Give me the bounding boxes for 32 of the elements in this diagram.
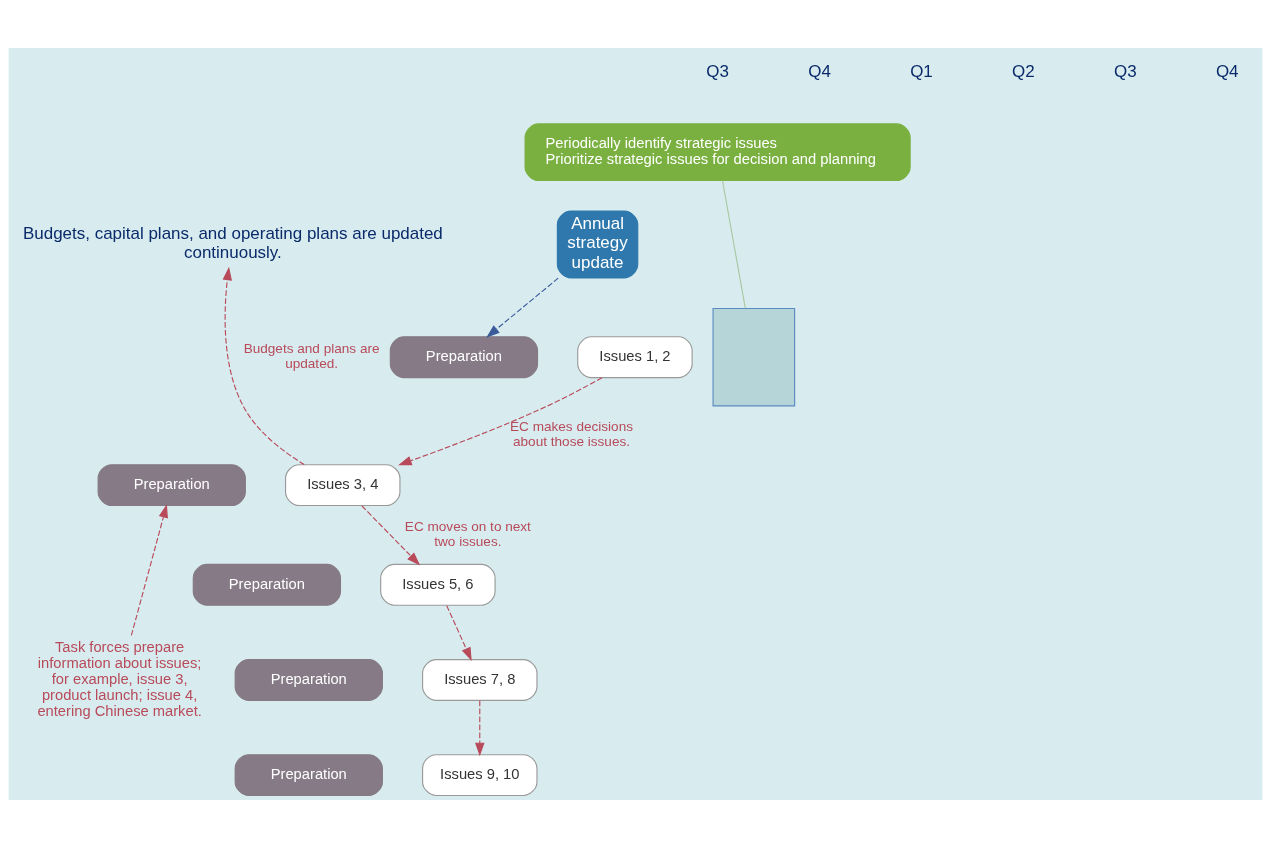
label: Q4 (1215, 61, 1239, 81)
arrow (222, 266, 305, 466)
arrow (446, 605, 472, 662)
arrow (486, 277, 559, 338)
arrow (361, 505, 421, 566)
node-text: Budgets, capital plans, and operating plans are updated continuously. (22, 223, 443, 263)
arrow (475, 700, 485, 757)
node-box: Annual strategy update (556, 210, 639, 279)
label: Q3 (706, 61, 729, 81)
node-box: Issues 9, 10 (422, 754, 538, 797)
node-box: Periodically identify strategic issues Prioritize strategic issues for decision and planning (524, 123, 911, 182)
arrow (398, 377, 603, 466)
connector (721, 180, 746, 309)
node-box: Issues 3, 4 (285, 464, 401, 507)
arrow (130, 504, 168, 636)
node-box: Preparation (389, 336, 539, 379)
edge-label: EC makes decisions about those issues. (510, 419, 634, 450)
edge-label: EC moves on to next two issues. (404, 519, 531, 549)
label: Q2 (1012, 61, 1035, 81)
node-text: Task forces prepare information about issues; for example, issue 3, product launch; issue 4, entering Chinese market. (37, 639, 202, 719)
node-box: Preparation (192, 563, 342, 606)
node-box: Preparation (234, 659, 383, 701)
node-box: Preparation (97, 464, 246, 507)
node-box: Issues 1, 2 (577, 336, 693, 379)
node-box: Preparation (234, 754, 383, 797)
node-box (712, 307, 796, 407)
node-box: Issues 5, 6 (380, 563, 496, 606)
label: Q1 (910, 61, 933, 81)
node-box: Issues 7, 8 (422, 659, 538, 701)
label: Q3 (1114, 61, 1137, 81)
label: Q4 (808, 61, 831, 81)
edge-label: Budgets and plans are updated. (243, 341, 380, 372)
